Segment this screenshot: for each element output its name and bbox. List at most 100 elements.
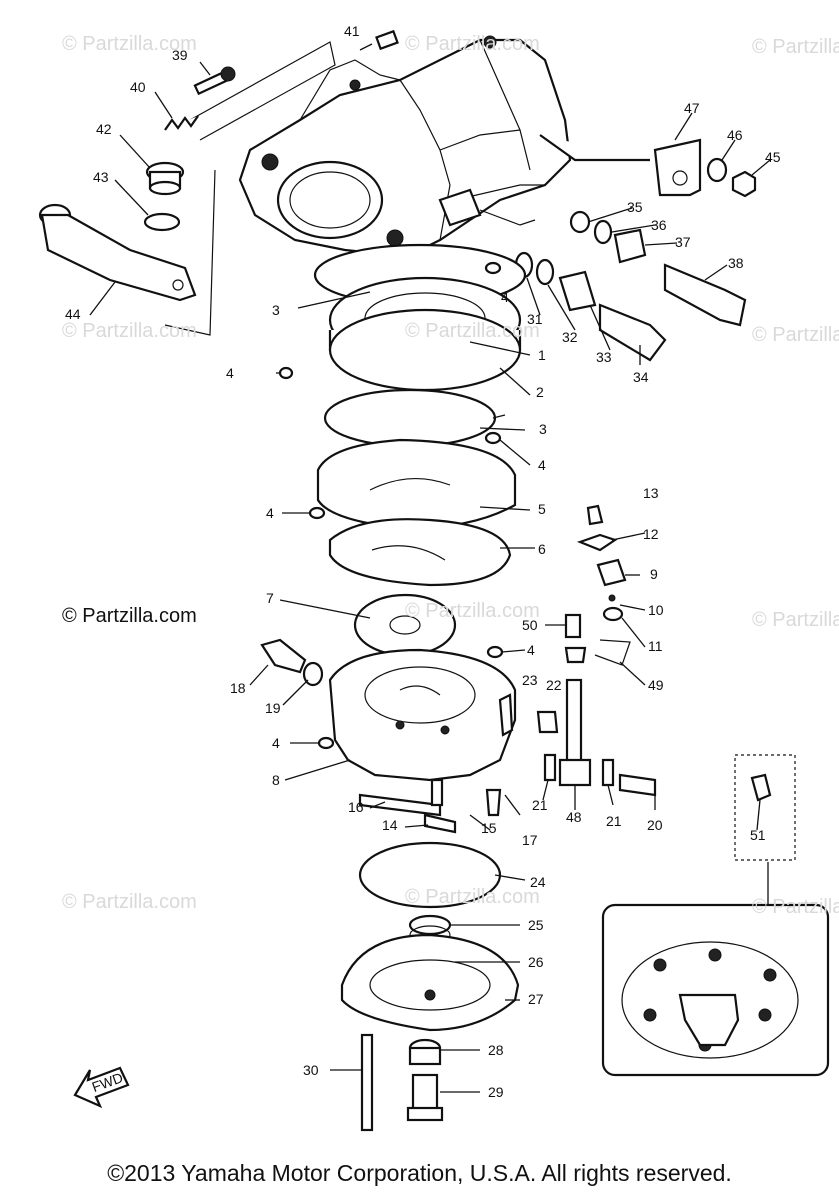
part-45-nut [731,170,757,198]
part-42-plug [145,161,185,196]
callout-9: 9 [650,566,658,582]
callout-32: 32 [562,329,578,345]
part-36-washer [593,219,613,245]
callout-2: 2 [536,384,544,400]
watermark-partzilla: © Partzilla.com [405,320,540,342]
watermark-partzilla: © Partzilla.com [752,896,839,918]
part-6-gasket [328,518,512,587]
callout-38: 38 [728,255,744,271]
part-4-oring-c [484,431,502,445]
part-4-oring-b [278,366,294,380]
watermark-partzilla: © Partzilla.com [62,891,197,913]
callout-26: 26 [528,954,544,970]
callout-18: 18 [230,680,246,696]
callout-24: 24 [530,874,546,890]
callout-4-e: 4 [527,642,535,658]
part-24-diaphragm [358,841,502,909]
part-9-valve [596,558,627,587]
watermark-partzilla: © Partzilla.com [405,33,540,55]
part-12-plate [576,533,618,552]
watermark-partzilla: © Partzilla.com [752,36,839,58]
part-16-rod [358,793,442,817]
callout-33: 33 [596,349,612,365]
part-35-clip [569,210,591,234]
part-50-pin [564,613,582,639]
callout-4-c: 4 [538,457,546,473]
callout-46: 46 [727,127,743,143]
part-28-nut [408,1038,442,1066]
callout-50: 50 [522,617,538,633]
callout-34: 34 [633,369,649,385]
carburetor-body [238,35,650,257]
callout-12: 12 [643,526,659,542]
callout-4-b: 4 [226,365,234,381]
callout-21-left: 21 [532,797,548,813]
part-18-fitting [260,638,307,674]
part-4-oring-f [317,736,335,750]
leader-lines [89,61,771,1093]
part-10-ball [608,594,616,602]
callout-27: 27 [528,991,544,1007]
copyright-notice: ©2013 Yamaha Motor Corporation, U.S.A. A… [107,1160,732,1186]
part-5-plate [316,438,517,530]
part-44-lever [38,203,197,302]
callout-48: 48 [566,809,582,825]
callout-3-upper: 3 [272,302,280,318]
callout-4-f: 4 [272,735,280,751]
callout-30: 30 [303,1062,319,1078]
callout-16: 16 [348,799,364,815]
callout-6: 6 [538,541,546,557]
callout-11: 11 [648,638,663,654]
callout-47: 47 [684,100,700,116]
callout-35: 35 [627,199,643,215]
watermark-partzilla: © Partzilla.com [752,609,839,631]
part-40-spring [164,115,199,131]
callout-3-lower: 3 [539,421,547,437]
callout-numbers: 41 39 40 42 43 44 47 46 45 35 36 37 38 3… [65,23,781,1100]
callout-21-right: 21 [606,813,622,829]
callout-4-a: 4 [501,289,509,305]
part-21-clip-left [543,753,557,782]
callout-5: 5 [538,501,546,517]
part-34-needle [598,303,667,362]
callout-49: 49 [648,677,664,693]
part-43-washer [143,212,181,232]
part-13-screw [586,504,604,526]
callout-36: 36 [651,217,667,233]
callout-25: 25 [528,917,544,933]
part-37-spring [613,228,647,264]
part-4-oring-a [484,261,502,275]
callout-8: 8 [272,772,280,788]
callout-44: 44 [65,306,81,322]
part-15-spring [430,778,444,807]
part-3-gasket-lower [323,388,497,448]
watermark-partzilla: © Partzilla.com [752,324,839,346]
part-4-oring-e [486,645,504,659]
idle-screw-group-frame [164,41,336,336]
callout-28: 28 [488,1042,504,1058]
callout-15: 15 [481,820,497,836]
callout-13: 13 [643,485,659,501]
callout-7: 7 [266,590,274,606]
part-20-bolt [618,773,657,797]
callout-10: 10 [648,602,664,618]
callout-14: 14 [382,817,398,833]
part-21-clip-right [601,758,615,787]
part-4-oring-d [308,506,326,520]
part-14-pin [423,813,457,834]
callout-31: 31 [527,311,543,327]
part-30-screw [360,1033,374,1132]
callout-37: 37 [675,234,691,250]
part-33-seat [558,270,597,312]
callout-29: 29 [488,1084,504,1100]
part-23-pin [498,693,514,737]
callout-45: 45 [765,149,781,165]
callout-51: 51 [750,827,766,843]
watermark-partzilla: © Partzilla.com [405,886,540,908]
part-2-plate [328,308,522,392]
callout-17: 17 [522,832,538,848]
part-38-screw [663,263,747,327]
part-49-spring [594,639,631,666]
part-47-bracket [653,138,702,197]
